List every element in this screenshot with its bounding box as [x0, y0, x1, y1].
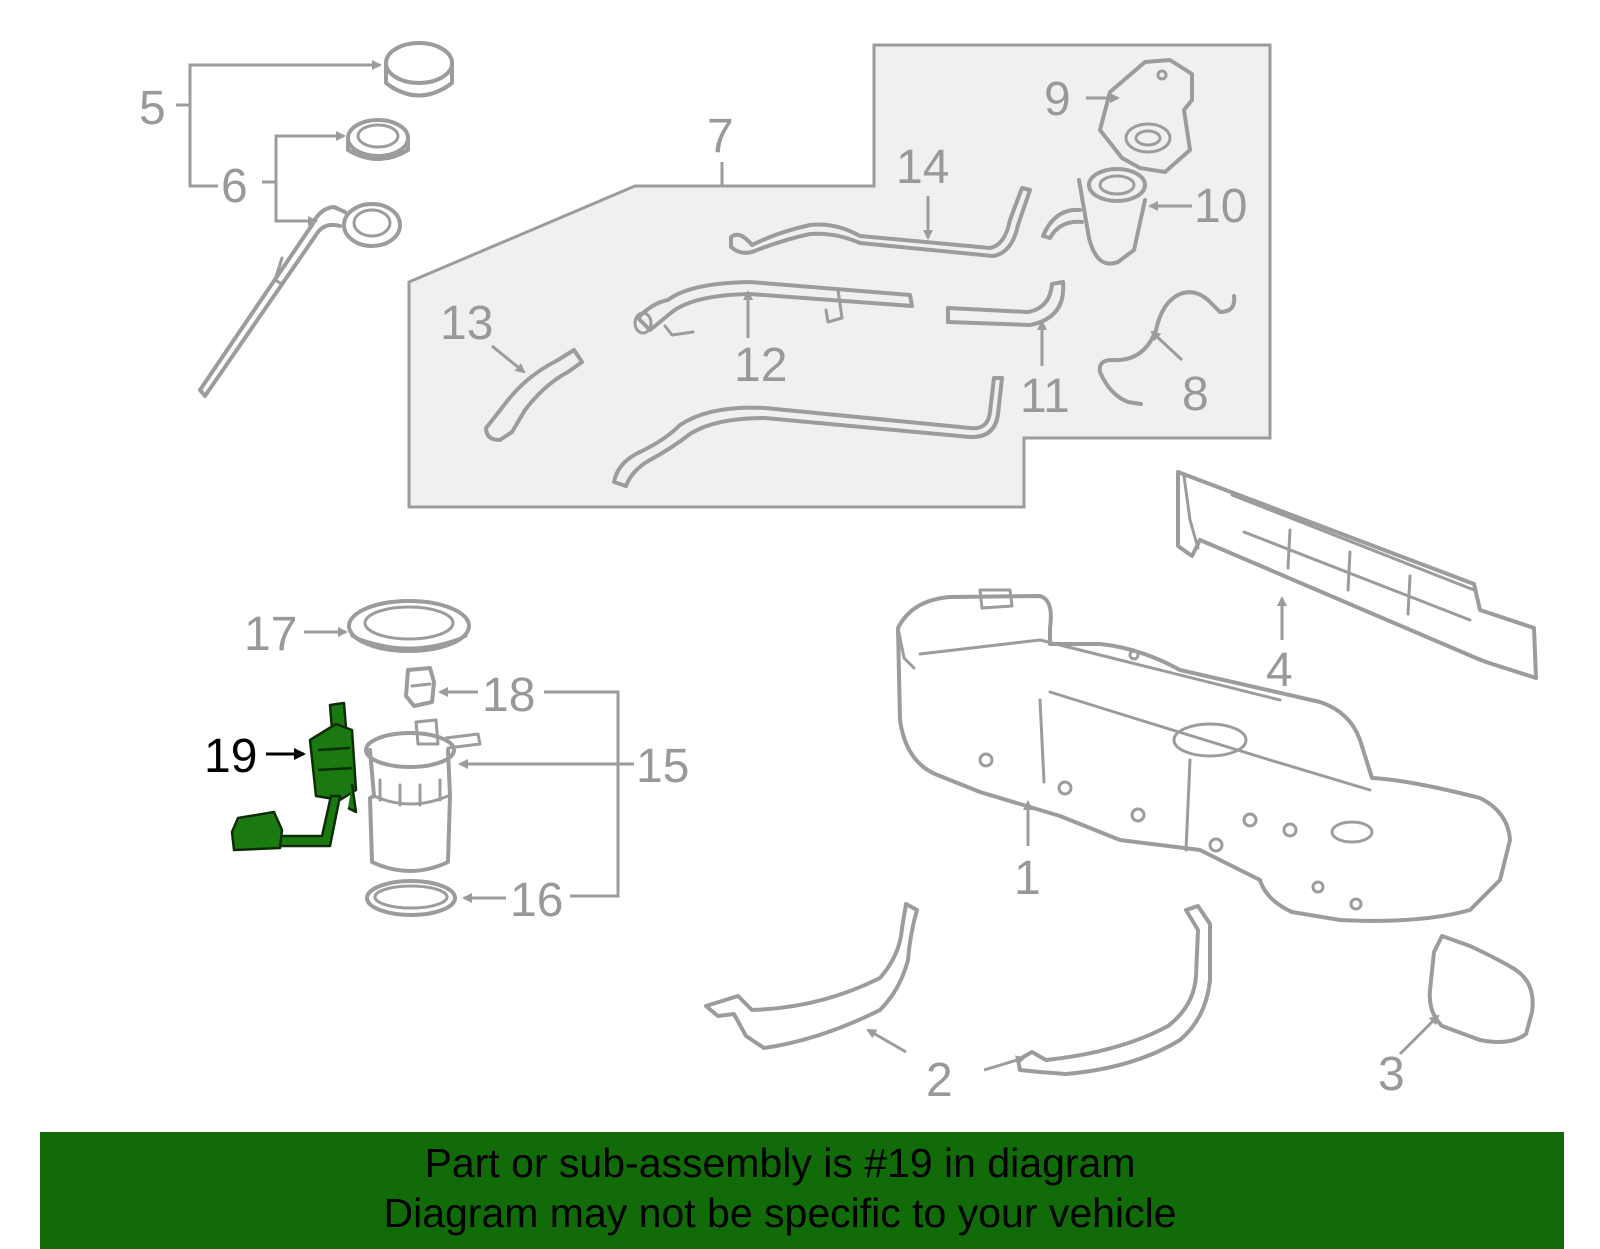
tank-strap-part-2	[704, 902, 919, 1050]
callout-12: 12	[734, 339, 787, 392]
leader-5-6	[188, 105, 218, 188]
callout-19: 19	[204, 730, 257, 783]
fuel-pump-module-part-15	[364, 718, 482, 873]
fuel-cap-part-5	[384, 41, 454, 98]
callout-2: 2	[926, 1054, 953, 1107]
leader-13	[491, 344, 526, 374]
callout-18: 18	[482, 669, 535, 722]
callout-14: 14	[896, 141, 949, 194]
leader-2a	[866, 1028, 907, 1054]
elbow-hose-part-13	[484, 348, 584, 442]
callout-9: 9	[1044, 73, 1071, 126]
fuel-line	[612, 376, 1004, 488]
heat-shield-part-9	[1098, 58, 1194, 174]
fuel-level-sender-part-19	[230, 701, 358, 852]
callout-7: 7	[707, 110, 734, 163]
crossmember-part-4	[1176, 470, 1538, 680]
leader-bracket-15	[544, 690, 620, 898]
inset-box-group-7	[407, 43, 1272, 509]
filler-housing-part-10	[1041, 167, 1147, 266]
hose-part-12	[633, 280, 914, 337]
tank-strap-part-2b	[1016, 904, 1212, 1076]
leader-3	[1398, 1014, 1440, 1056]
lock-ring-part-17	[347, 599, 471, 653]
callout-5: 5	[139, 82, 166, 135]
callout-15: 15	[636, 740, 689, 793]
leader-6b	[274, 182, 318, 226]
banner-line-part-number: Part or sub-assembly is #19 in diagram	[424, 1140, 1136, 1186]
callout-4: 4	[1266, 644, 1293, 697]
seal-ring-part-6	[346, 118, 410, 161]
vent-line-part-8	[1097, 290, 1237, 406]
leader-6	[262, 131, 346, 184]
callout-13: 13	[440, 297, 493, 350]
o-ring-part-16	[365, 879, 457, 917]
leader-5	[176, 60, 382, 107]
sensor-part-18	[404, 666, 436, 708]
fuel-tank-part-1	[896, 588, 1512, 923]
callout-11: 11	[1020, 370, 1070, 423]
callout-6: 6	[221, 160, 248, 213]
info-banner: Part or sub-assembly is #19 in diagram D…	[40, 1132, 1564, 1249]
callout-16: 16	[510, 874, 563, 927]
banner-line-disclaimer: Diagram may not be specific to your vehi…	[383, 1190, 1177, 1236]
vent-tube-part-14	[729, 186, 1032, 258]
shield-part-3	[1427, 934, 1535, 1044]
callout-8: 8	[1182, 368, 1209, 421]
callout-1: 1	[1014, 852, 1041, 905]
callout-10: 10	[1194, 180, 1247, 233]
callout-3: 3	[1378, 1048, 1405, 1101]
filler-neck-part-6	[198, 202, 402, 398]
leader-2b	[983, 1055, 1026, 1072]
callout-17: 17	[244, 608, 297, 661]
leader-8	[1150, 330, 1184, 362]
